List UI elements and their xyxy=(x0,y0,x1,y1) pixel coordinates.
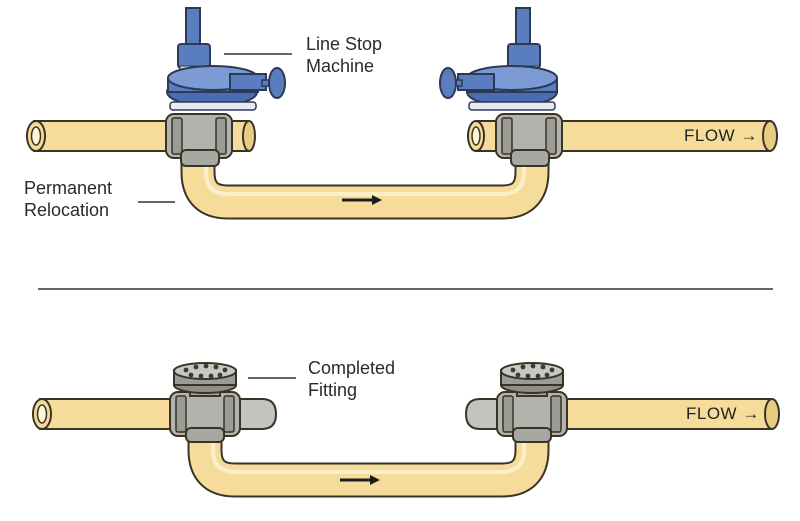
top-left-line-stop-machine xyxy=(166,7,286,111)
bottom-panel xyxy=(32,362,780,498)
completed-fitting-label: Completed Fitting xyxy=(308,357,395,401)
bottom-right-pipe-end xyxy=(764,398,780,430)
top-right-fitting xyxy=(495,113,563,167)
relocation-label-line2: Relocation xyxy=(24,200,110,220)
top-left-machine-handle xyxy=(268,67,286,99)
top-panel xyxy=(26,7,778,220)
flow-arrow-icon xyxy=(340,475,380,485)
top-left-pipe xyxy=(33,120,183,152)
bottom-left-cap xyxy=(235,398,278,430)
bottom-right-completed-fitting xyxy=(496,362,568,443)
top-left-fitting xyxy=(165,113,233,167)
flow-label-top: FLOW → xyxy=(684,126,758,145)
top-left-stub-end xyxy=(242,120,256,152)
flow-label-bottom: FLOW → xyxy=(686,404,760,423)
permanent-relocation-label: Permanent Relocation xyxy=(24,177,112,221)
flow-arrow-icon xyxy=(342,195,382,205)
top-bypass-highlight xyxy=(204,152,526,196)
line-stop-label-line2: Machine xyxy=(306,56,375,76)
top-bypass-pipe xyxy=(182,148,548,218)
completed-fitting-line2: Fitting xyxy=(308,380,358,400)
bottom-right-pipe xyxy=(555,398,773,430)
line-stop-label-line1: Line Stop xyxy=(306,34,383,54)
bottom-left-pipe xyxy=(39,398,181,430)
top-right-machine-handle xyxy=(439,67,457,99)
top-right-pipe-end xyxy=(762,120,778,152)
relocation-label-line1: Permanent xyxy=(24,178,113,198)
bottom-left-completed-fitting xyxy=(169,362,241,443)
top-left-pipe-bore xyxy=(30,126,42,146)
line-stop-machine-label: Line Stop Machine xyxy=(306,33,382,77)
top-right-pipe xyxy=(551,120,771,152)
completed-fitting-line1: Completed xyxy=(308,358,396,378)
top-right-line-stop-machine xyxy=(439,7,558,111)
bottom-bypass-highlight xyxy=(211,436,526,474)
